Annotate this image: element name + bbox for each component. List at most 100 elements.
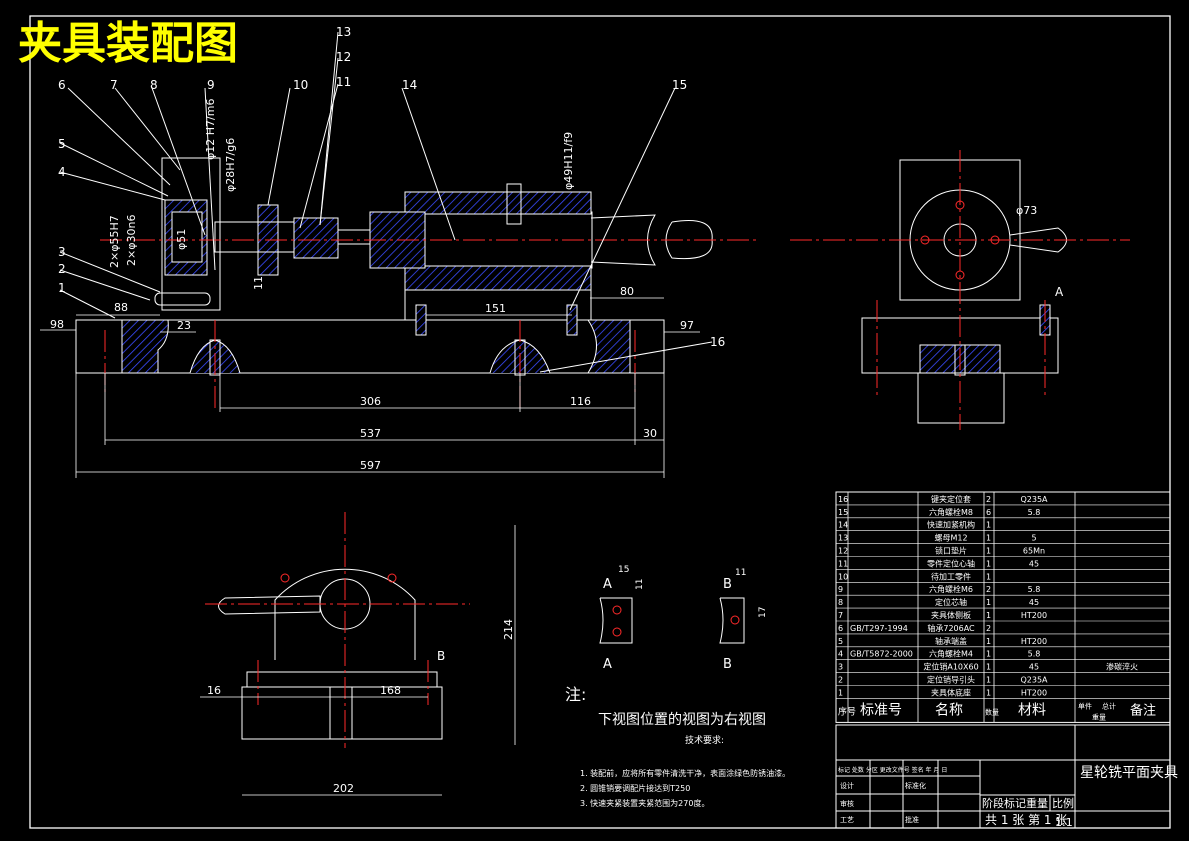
- bom-cell-name: 六角螺栓M8: [929, 507, 973, 517]
- balloon-leaders: [59, 31, 713, 373]
- detail-B-hole: [730, 615, 740, 625]
- bom-cell-mat: 5.8: [1028, 508, 1041, 517]
- dim-11-a: 11: [635, 579, 645, 590]
- detail-A-hole-1: [612, 605, 622, 615]
- bom-cell-no: 15: [838, 508, 848, 517]
- bom-cell-mat: HT200: [1021, 688, 1047, 697]
- bom-cell-no: 11: [838, 559, 848, 568]
- bom-head-unit: 单件: [1078, 701, 1092, 710]
- bom-cell-name: 定位销导引头: [927, 675, 975, 685]
- section-B-mark: B: [437, 649, 445, 663]
- bom-cell-mat: 45: [1029, 598, 1039, 607]
- bom-cell-name: 定位芯轴: [935, 597, 967, 607]
- titleblock-sheets: 共 1 张 第 1 张: [985, 813, 1067, 827]
- tech-req-2: 2. 圆锥销要调配片接达到T250: [580, 783, 690, 793]
- dim-11: 11: [252, 276, 265, 290]
- bom-cell-no: 10: [838, 572, 848, 581]
- fit-labels: φ12 H7/m6 φ28H7/g6 φ49H11/f9 2×φ55H7 2×φ…: [108, 99, 1037, 268]
- dim-16: 16: [207, 684, 221, 697]
- section-A-mark: A: [1055, 285, 1064, 299]
- bom-cell-mat: 5.8: [1028, 650, 1041, 659]
- clamp-upper-hatch: [404, 191, 592, 215]
- bom-head-weight: 重量: [1092, 713, 1106, 721]
- bom-cell-no: 1: [838, 688, 843, 697]
- bottom-base: [241, 686, 443, 740]
- bom-frame: [835, 491, 1171, 723]
- bom-cell-qty: 1: [986, 676, 991, 685]
- detail-A-bottom-label: A: [603, 657, 612, 672]
- bom-cell-mat: 5.8: [1028, 585, 1041, 594]
- bom-cell-name: 待加工零件: [931, 571, 971, 581]
- detail-B-outline: [719, 597, 745, 644]
- bom-cell-name: 快速加紧机构: [927, 520, 975, 530]
- bom-cell-no: 8: [838, 598, 843, 607]
- bom-cell-qty: 1: [986, 663, 991, 672]
- bom-cell-qty: 1: [986, 611, 991, 620]
- dim-168: 168: [380, 684, 401, 697]
- side-plate: [161, 157, 221, 311]
- bom-cell-qty: 1: [986, 637, 991, 646]
- pin-left: [280, 573, 290, 583]
- notes-main-line: 下视图位置的视图为右视图: [598, 712, 766, 728]
- bom-cell-qty: 1: [986, 534, 991, 543]
- bom-cell-no: 4: [838, 650, 843, 659]
- bom-cell-mat: Q235A: [1020, 495, 1048, 504]
- titleblock-stage-1: 阶段标记: [982, 796, 1026, 810]
- titleblock-stage-3: 比例: [1052, 796, 1074, 810]
- locating-pin: [154, 292, 211, 306]
- bom-cell-std: GB/T5872-2000: [850, 650, 913, 659]
- side-view-bottom: [218, 568, 443, 740]
- base-bolt-1: [415, 304, 427, 336]
- bottom-centerlines: [205, 512, 470, 748]
- detail-A: [599, 597, 633, 644]
- notes-heading: 注:: [565, 685, 586, 704]
- bom-cell-no: 16: [838, 495, 848, 504]
- dim-97: 97: [680, 319, 694, 332]
- dim-80: 80: [620, 285, 634, 298]
- balloon-16: 16: [710, 335, 725, 349]
- bom-head-name: 名称: [935, 702, 963, 718]
- dim-202: 202: [333, 782, 354, 795]
- clamp-lower-hatch: [404, 265, 592, 291]
- dim-537: 537: [360, 427, 381, 440]
- balloon-7: 7: [110, 78, 118, 92]
- tech-req-heading: 技术要求:: [685, 734, 724, 746]
- balloon-15: 15: [672, 78, 687, 92]
- detail-A-hole-2: [612, 627, 622, 637]
- tech-req-3: 3. 快速夹紧装置夹紧范围为270度。: [580, 798, 709, 808]
- dim-11-b: 11: [735, 568, 746, 578]
- bom-cell-note: 渗碳淬火: [1106, 662, 1138, 672]
- bom-cell-name: 螺母M12: [934, 533, 967, 543]
- bottom-dimensions: [200, 525, 516, 796]
- balloon-11: 11: [336, 75, 351, 89]
- bom-cell-qty: 2: [986, 585, 991, 594]
- bom-cell-no: 2: [838, 676, 843, 685]
- dim-17: 17: [758, 607, 768, 618]
- balloon-1: 1: [58, 281, 66, 295]
- bom-cell-name: 轴承端盖: [935, 636, 967, 646]
- clamp-housing: [404, 289, 592, 321]
- title-block-text: 标记 处数 分区 更改文件号 签名 年 月 日 设计 标准化 审核 工艺 批准 …: [838, 765, 1178, 829]
- bom-cell-name: 六角螺栓M6: [929, 584, 973, 594]
- base-bolt-2: [566, 304, 578, 336]
- bom-cell-mat: Q235A: [1020, 676, 1048, 685]
- dim-98: 98: [50, 318, 64, 331]
- bom-cell-no: 14: [838, 521, 848, 530]
- front-view: [75, 157, 713, 376]
- titleblock-process: 工艺: [840, 816, 854, 824]
- bom-cell-qty: 2: [986, 495, 991, 504]
- bom-cell-qty: 1: [986, 559, 991, 568]
- base-section-left: [121, 319, 169, 374]
- detail-B-bottom-label: B: [723, 657, 732, 672]
- bom-cell-std: GB/T297-1994: [850, 624, 908, 633]
- bom-cell-no: 5: [838, 637, 843, 646]
- dim-151: 151: [485, 302, 506, 315]
- detail-B: [719, 597, 745, 644]
- detail-dimension-text: 15 11 11 17: [618, 565, 768, 618]
- bom-cell-name: 六角螺栓M4: [929, 649, 973, 659]
- titleblock-drawing-name: 星轮铣平面夹具: [1080, 765, 1178, 781]
- bom-cell-no: 7: [838, 611, 843, 620]
- bom-cell-name: 定位销A10X60: [923, 662, 978, 672]
- bom-cell-qty: 6: [986, 508, 991, 517]
